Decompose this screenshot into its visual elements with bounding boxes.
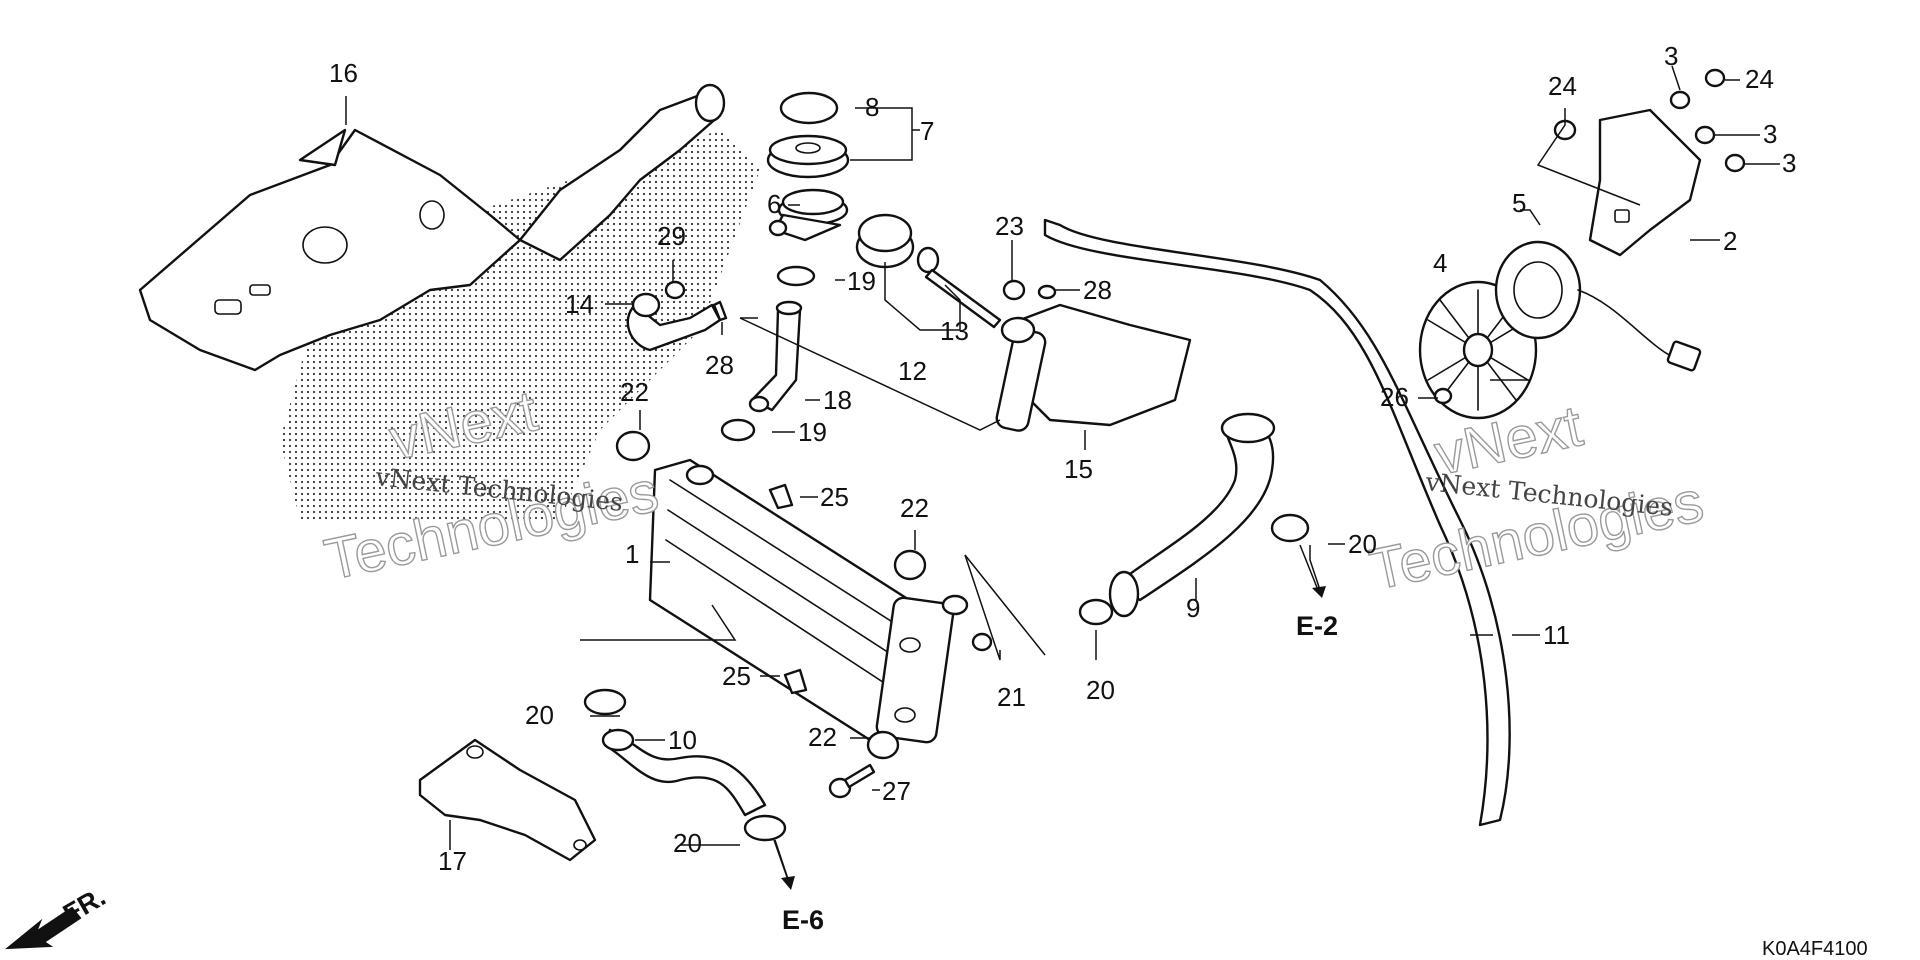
part-6-filler-neck — [768, 188, 849, 242]
callout-1: 1 — [625, 539, 639, 569]
callout-12: 12 — [898, 356, 927, 386]
callout-6: 6 — [767, 189, 781, 219]
part-8-o-ring — [779, 91, 839, 125]
callout-3b: 3 — [1763, 119, 1777, 149]
callout-20d: 20 — [673, 828, 702, 858]
part-23-bolt — [1002, 279, 1026, 301]
part-14-hose — [626, 292, 722, 352]
callout-27: 27 — [882, 776, 911, 806]
part-22-rubber-top — [615, 430, 651, 462]
callout-24a: 24 — [1548, 71, 1577, 101]
callout-10: 10 — [668, 725, 697, 755]
callout-29: 29 — [657, 221, 686, 251]
part-25-clip-bottom — [783, 668, 808, 695]
part-18-hose — [748, 300, 803, 413]
callout-labels: 1 2 3 3 3 4 5 6 7 8 9 10 11 12 13 14 15 … — [329, 41, 1796, 876]
callout-28b: 28 — [705, 350, 734, 380]
part-12-reservoir-cap — [855, 213, 915, 269]
part-7-radiator-cap — [766, 134, 850, 179]
part-15-reservoir-tank — [995, 303, 1192, 432]
reference-e2: E-2 — [1296, 611, 1338, 641]
part-2-fan-bracket — [1588, 108, 1702, 257]
callout-11: 11 — [1543, 620, 1570, 650]
callout-20b: 20 — [1086, 675, 1115, 705]
callout-24b: 24 — [1745, 64, 1774, 94]
diagram-code: K0A4F4100 — [1762, 938, 1868, 960]
callout-23: 23 — [995, 211, 1024, 241]
part-27-bolt — [828, 763, 876, 799]
part-26-bolt — [1433, 387, 1453, 405]
callout-3a: 3 — [1664, 41, 1678, 71]
callout-21: 21 — [997, 682, 1026, 712]
callout-15: 15 — [1064, 454, 1093, 484]
callout-14: 14 — [565, 289, 594, 319]
callout-22c: 22 — [808, 722, 837, 752]
callout-22b: 22 — [900, 493, 929, 523]
callout-18: 18 — [823, 385, 852, 415]
part-28-clip-right — [1037, 284, 1057, 300]
callout-17: 17 — [438, 846, 467, 876]
part-20-clamp-center — [1078, 598, 1114, 626]
part-24-bolt-right — [1704, 68, 1726, 88]
callout-22a: 22 — [620, 377, 649, 407]
reference-e6: E-6 — [782, 905, 824, 935]
part-5-fan-motor — [1494, 240, 1702, 372]
part-3-bolt-low — [1724, 153, 1746, 173]
ref-arrow-e2 — [1299, 544, 1326, 598]
callout-5: 5 — [1512, 188, 1526, 218]
part-17-bracket — [418, 738, 597, 862]
part-19-clamp-lower — [720, 418, 756, 442]
part-16-duct — [518, 83, 726, 262]
part-3-bolt-top — [1669, 90, 1691, 110]
part-3-bolt-mid — [1694, 125, 1716, 145]
ref-arrow-e6 — [773, 839, 795, 890]
part-16-radiator-cover — [138, 128, 522, 372]
callout-19b: 19 — [798, 417, 827, 447]
shading-area — [280, 130, 760, 520]
callout-20c: 20 — [525, 700, 554, 730]
part-21-bolt — [971, 632, 993, 652]
leader-lines — [345, 65, 1780, 886]
callout-9: 9 — [1186, 593, 1200, 623]
part-19-clamp-upper — [776, 265, 816, 287]
part-10-lower-hose — [601, 728, 767, 817]
callout-20a: 20 — [1348, 529, 1377, 559]
part-25-clip-top — [768, 483, 794, 510]
callout-8: 8 — [865, 92, 879, 122]
part-20-clamp-bottom — [743, 814, 787, 842]
callout-16: 16 — [329, 58, 358, 88]
part-11-overflow-tube — [1043, 218, 1511, 827]
callout-3c: 3 — [1782, 148, 1796, 178]
callout-28a: 28 — [1083, 275, 1112, 305]
callout-19a: 19 — [847, 266, 876, 296]
part-20-clamp-left — [583, 688, 627, 716]
callout-13: 13 — [940, 316, 969, 346]
part-22-rubber-bottom — [866, 730, 900, 760]
callout-25b: 25 — [722, 661, 751, 691]
callout-4: 4 — [1433, 248, 1447, 278]
callout-2: 2 — [1723, 226, 1737, 256]
part-20-clamp-right — [1270, 513, 1310, 543]
callout-25a: 25 — [820, 482, 849, 512]
part-9-radiator-hose — [1108, 412, 1276, 618]
part-13-bolt — [916, 246, 1002, 329]
part-1-radiator — [648, 458, 969, 744]
part-28-clip-left — [712, 300, 728, 322]
part-22-rubber-mid — [893, 549, 927, 581]
callout-26: 26 — [1380, 382, 1409, 412]
part-29-bolt — [664, 280, 686, 300]
front-arrow — [5, 906, 82, 950]
callout-7: 7 — [920, 116, 934, 146]
